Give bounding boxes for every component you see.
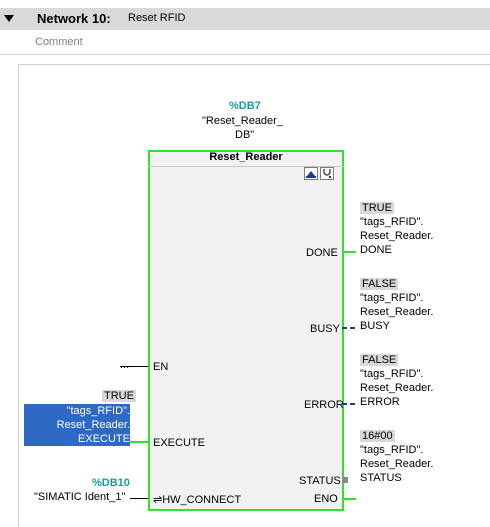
pin-execute: EXECUTE bbox=[153, 437, 205, 449]
status-value: 16#00 bbox=[360, 430, 395, 442]
busy-value: FALSE bbox=[360, 278, 399, 290]
instance-db-name-line1[interactable]: "Reset_Reader_ bbox=[202, 115, 283, 127]
function-block-title: Reset_Reader bbox=[209, 151, 283, 163]
en-wire bbox=[120, 366, 148, 367]
diagnostics-stethoscope-icon[interactable] bbox=[320, 167, 334, 180]
instance-db-number[interactable]: %DB7 bbox=[229, 100, 261, 112]
online-block-icon[interactable] bbox=[304, 167, 318, 180]
pin-status: STATUS bbox=[299, 475, 341, 487]
collapse-triangle-icon[interactable] bbox=[4, 15, 14, 22]
comment-field[interactable]: Comment bbox=[35, 36, 83, 48]
done-wire bbox=[342, 251, 356, 253]
execute-operand-text[interactable]: "tags_RFID". Reset_Reader. EXECUTE bbox=[56, 405, 130, 445]
hw-db-name[interactable]: "SIMATIC Ident_1" bbox=[34, 491, 126, 503]
pin-en: EN bbox=[153, 361, 169, 373]
error-value: FALSE bbox=[360, 354, 399, 366]
function-block[interactable] bbox=[148, 150, 344, 511]
pin-eno: ENO bbox=[314, 493, 338, 505]
instance-db-name-line2[interactable]: DB" bbox=[235, 129, 255, 141]
pin-done: DONE bbox=[306, 247, 338, 259]
status-wire bbox=[342, 477, 348, 483]
pin-error: ERROR bbox=[304, 399, 344, 411]
en-operand[interactable]: ... bbox=[120, 359, 130, 371]
execute-operand-selected[interactable] bbox=[24, 404, 130, 446]
comment-bar[interactable] bbox=[0, 32, 490, 55]
pin-busy: BUSY bbox=[310, 323, 340, 335]
hw-connect-wire bbox=[130, 498, 148, 499]
network-title[interactable]: Reset RFID bbox=[128, 12, 186, 24]
network-label: Network 10: bbox=[37, 11, 111, 26]
execute-wire bbox=[130, 441, 148, 443]
power-rail bbox=[18, 64, 19, 527]
network-header[interactable] bbox=[0, 8, 490, 30]
done-value: TRUE bbox=[360, 202, 394, 214]
eno-wire bbox=[342, 498, 356, 500]
block-title-divider bbox=[148, 166, 344, 167]
error-operand[interactable]: FALSE "tags_RFID". Reset_Reader. ERROR bbox=[360, 354, 434, 408]
pin-hw-connect: ⇌HW_CONNECT bbox=[153, 494, 242, 506]
network-top-border bbox=[18, 64, 490, 65]
done-operand[interactable]: TRUE "tags_RFID". Reset_Reader. DONE bbox=[360, 202, 434, 256]
execute-value: TRUE bbox=[102, 390, 136, 402]
error-wire bbox=[342, 403, 356, 405]
busy-wire bbox=[342, 327, 356, 329]
hw-db-number[interactable]: %DB10 bbox=[92, 477, 130, 489]
busy-operand[interactable]: FALSE "tags_RFID". Reset_Reader. BUSY bbox=[360, 278, 434, 332]
status-operand[interactable]: 16#00 "tags_RFID". Reset_Reader. STATUS bbox=[360, 430, 434, 484]
inout-arrow-icon: ⇌ bbox=[153, 494, 163, 506]
